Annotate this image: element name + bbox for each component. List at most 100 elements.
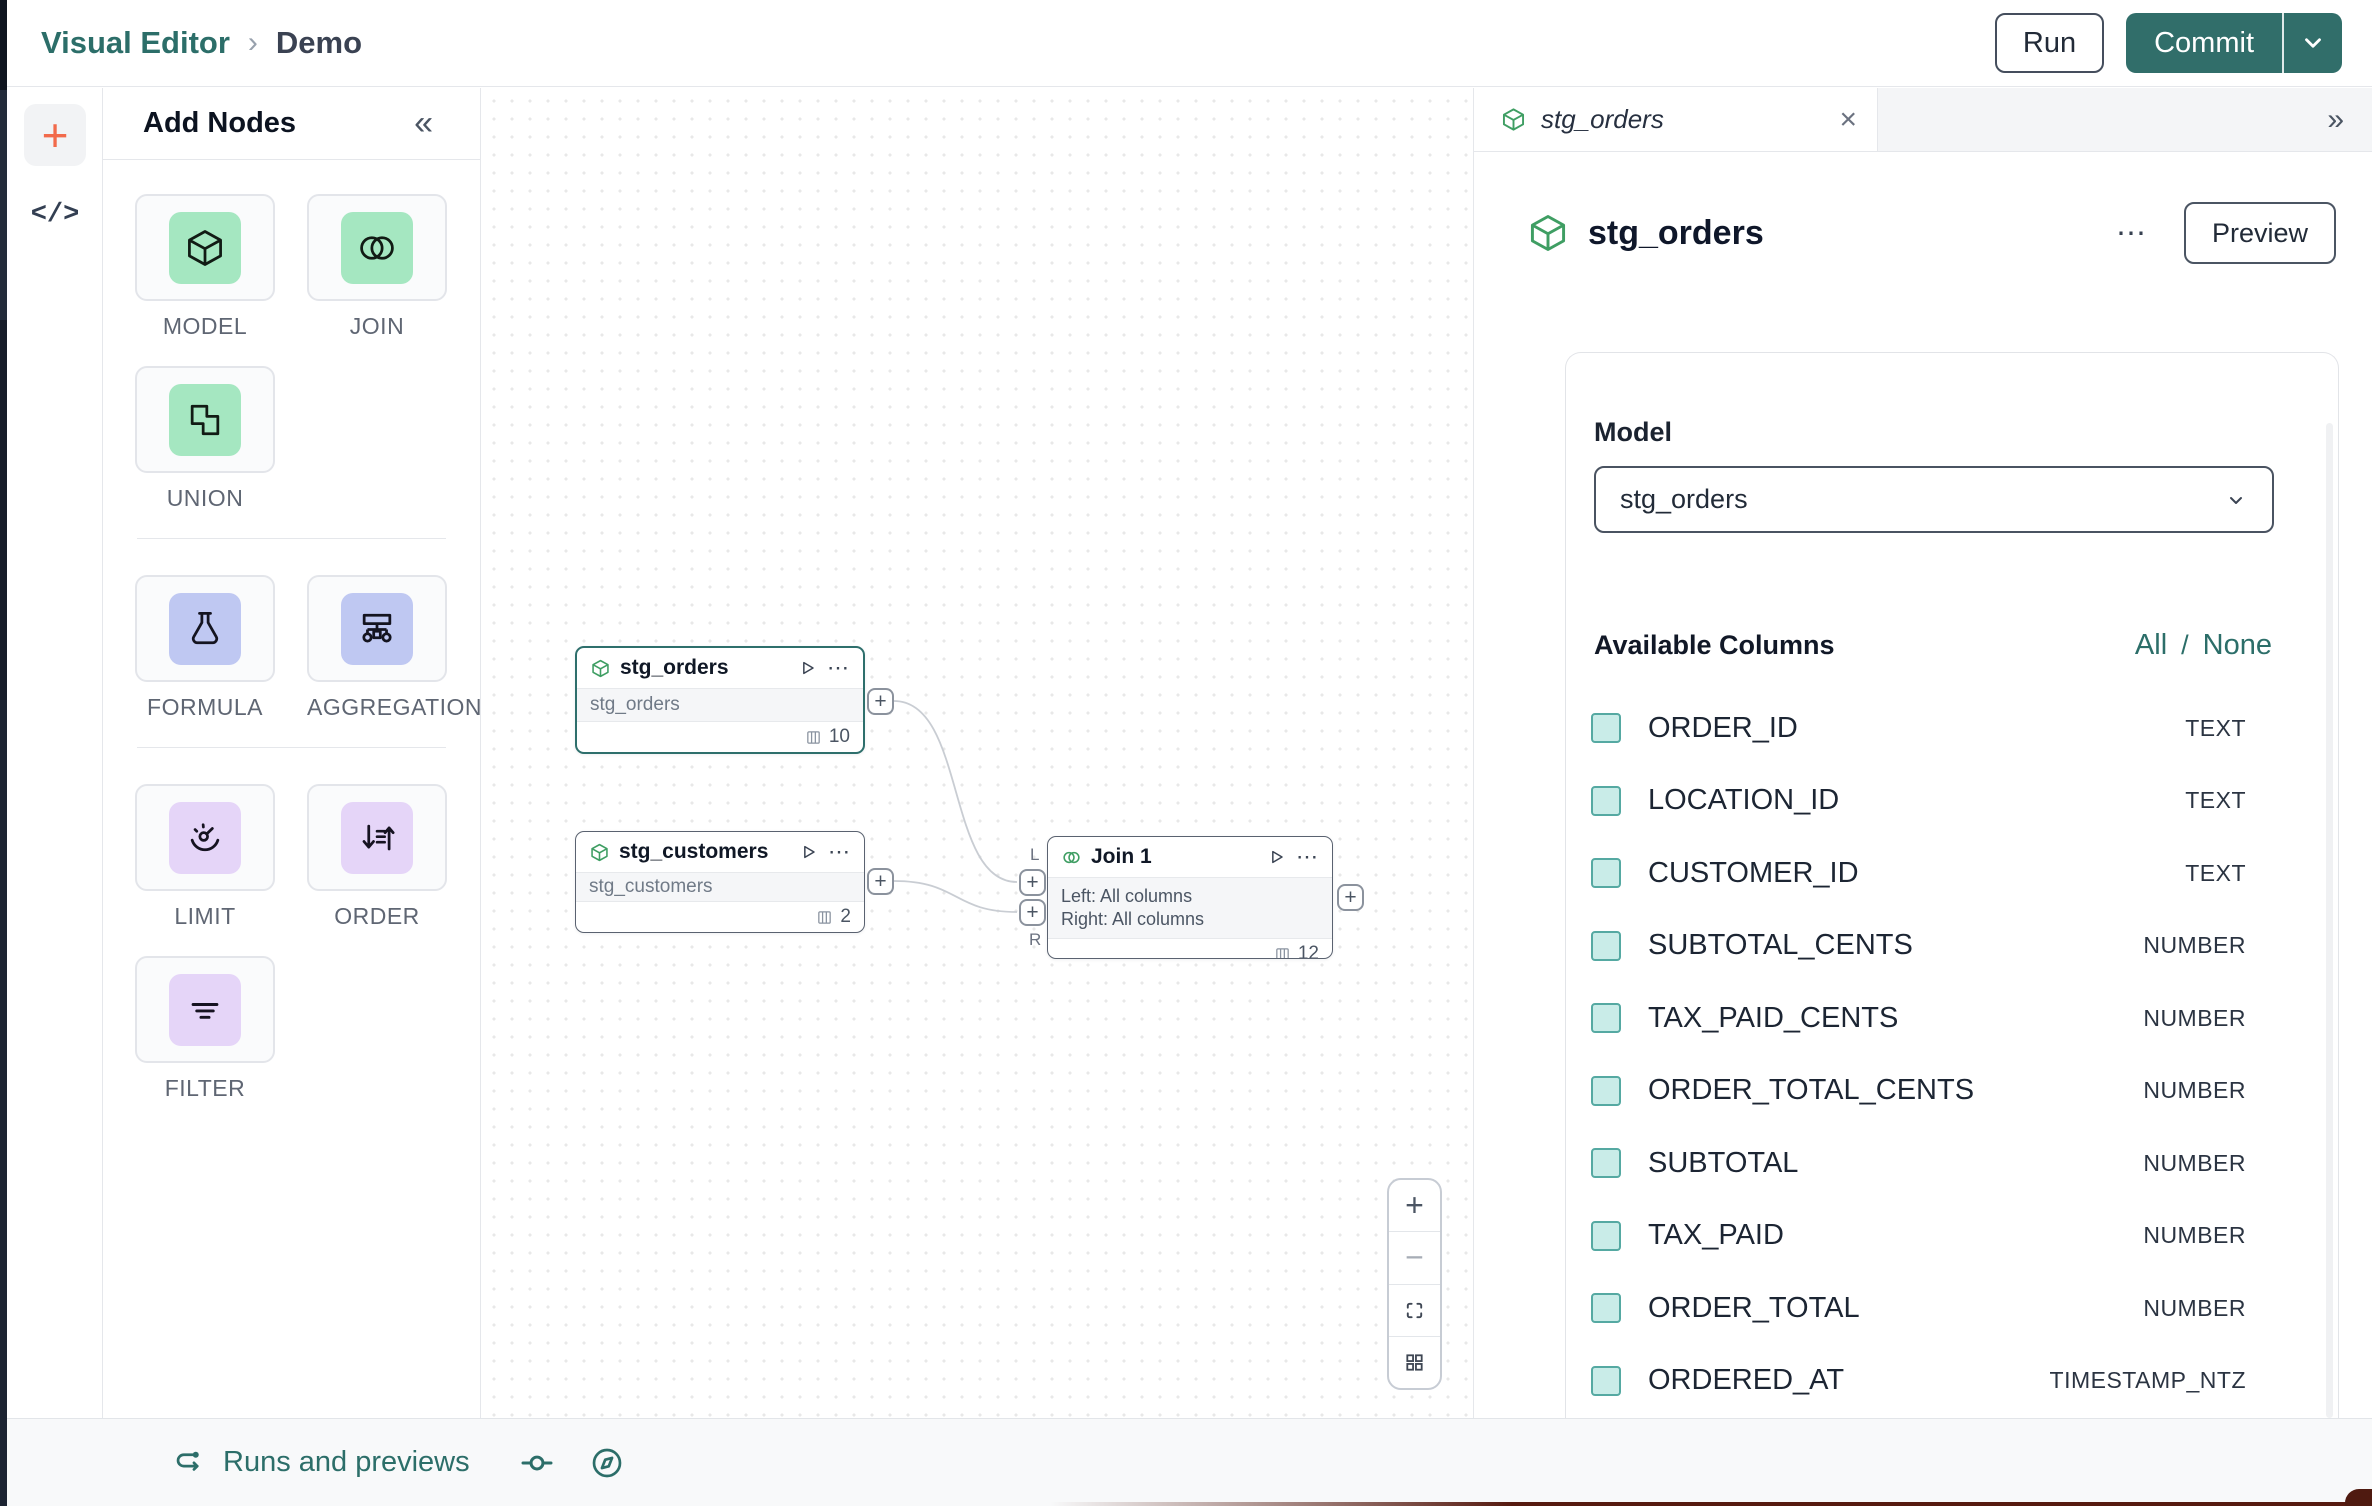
column-type: TEXT [2185, 787, 2246, 814]
cube-icon [589, 842, 610, 863]
column-checkbox[interactable] [1591, 713, 1621, 744]
add-node-rail-button[interactable]: + [24, 104, 86, 166]
tab-label: stg_orders [1541, 104, 1664, 134]
column-name: SUBTOTAL [1648, 1146, 1799, 1179]
node-card-label: AGGREGATION [307, 694, 483, 720]
join-circles-icon [1061, 847, 1082, 868]
add-nodes-panel: Add Nodes « MODEL JOIN UNION [103, 88, 483, 1418]
edge-stg-customers-to-join-right [893, 880, 1018, 913]
node-menu-icon[interactable]: ⋯ [827, 655, 850, 680]
code-view-button[interactable]: </> [30, 200, 80, 230]
node-column-count: 2 [840, 906, 851, 927]
column-checkbox[interactable] [1591, 930, 1621, 961]
commit-dropdown-button[interactable] [2284, 13, 2342, 73]
compass-icon [588, 1444, 626, 1482]
explore-button[interactable] [588, 1444, 626, 1482]
play-icon[interactable] [798, 658, 818, 678]
edge-stg-orders-to-join-left [893, 700, 1018, 883]
runs-and-previews-label: Runs and previews [223, 1446, 470, 1478]
input-port-join-left[interactable]: + [1019, 869, 1046, 896]
chevron-down-icon [2224, 488, 2248, 512]
output-port-join[interactable]: + [1337, 884, 1364, 911]
node-card-label: JOIN [349, 313, 405, 339]
select-none-link[interactable]: None [2202, 629, 2272, 661]
column-checkbox[interactable] [1591, 1220, 1621, 1251]
node-card-limit[interactable]: LIMIT [135, 784, 275, 930]
column-type: TIMESTAMP_NTZ [2049, 1367, 2246, 1394]
node-menu-icon[interactable]: ⋯ [828, 839, 851, 864]
close-icon[interactable]: × [1839, 102, 1857, 136]
tab-stg-orders[interactable]: stg_orders × [1474, 88, 1878, 151]
node-subtitle: stg_orders [577, 688, 863, 722]
column-checkbox[interactable] [1591, 1365, 1621, 1396]
input-port-join-right[interactable]: + [1019, 899, 1046, 926]
commit-button[interactable]: Commit [2126, 13, 2282, 73]
preview-button[interactable]: Preview [2183, 202, 2336, 264]
node-menu-icon[interactable]: ⋯ [1296, 844, 1319, 869]
columns-icon [1274, 946, 1291, 958]
column-type: NUMBER [2143, 932, 2246, 959]
cube-icon [169, 211, 241, 284]
commit-node-button[interactable] [516, 1442, 558, 1484]
model-select[interactable]: stg_orders [1594, 466, 2274, 533]
collapse-panel-icon[interactable]: « [414, 104, 436, 142]
edge-layer [893, 700, 1018, 913]
commit-node-icon [516, 1442, 558, 1484]
expand-panel-icon[interactable]: » [2327, 102, 2346, 136]
node-card-union[interactable]: UNION [135, 366, 275, 512]
canvas-node-stg-orders[interactable]: stg_orders ⋯ stg_orders 10 [575, 646, 865, 754]
node-card-join[interactable]: JOIN [307, 194, 447, 340]
node-subtitle: stg_customers [576, 872, 864, 902]
node-card-label: FORMULA [147, 694, 263, 720]
scrollbar[interactable] [2326, 423, 2333, 1418]
zoom-in-button[interactable]: + [1405, 1187, 1424, 1224]
column-row: SUBTOTAL_CENTS NUMBER [1591, 910, 2246, 983]
column-row: ORDER_ID TEXT [1591, 692, 2246, 765]
column-checkbox[interactable] [1591, 1148, 1621, 1179]
node-card-order[interactable]: ORDER [307, 784, 447, 930]
aggregation-tree-icon [341, 592, 413, 665]
node-card-label: ORDER [334, 903, 420, 929]
column-checkbox[interactable] [1591, 1293, 1621, 1324]
column-name: CUSTOMER_ID [1648, 856, 1859, 889]
output-port-stg-orders[interactable]: + [867, 688, 894, 715]
column-checkbox[interactable] [1591, 858, 1621, 889]
node-card-label: MODEL [162, 313, 248, 339]
column-checkbox[interactable] [1591, 1003, 1621, 1034]
zoom-out-button[interactable]: − [1389, 1231, 1440, 1283]
union-squares-icon [169, 383, 241, 456]
canvas-zoom-controls: + − [1387, 1178, 1442, 1390]
column-type: NUMBER [2143, 1222, 2246, 1249]
node-card-aggregation[interactable]: AGGREGATION [307, 575, 483, 721]
breadcrumb-visual-editor[interactable]: Visual Editor [41, 25, 230, 60]
runs-and-previews-button[interactable]: Runs and previews [171, 1445, 470, 1481]
sort-arrows-icon [341, 801, 413, 874]
canvas-node-stg-customers[interactable]: stg_customers ⋯ stg_customers 2 [575, 831, 865, 933]
node-card-model[interactable]: MODEL [135, 194, 275, 340]
pipeline-canvas[interactable]: stg_orders ⋯ stg_orders 10 stg_customers [481, 88, 1473, 1418]
play-icon[interactable] [1267, 847, 1287, 867]
join-left-summary: Left: All columns [1061, 886, 1193, 906]
play-icon[interactable] [799, 842, 819, 862]
bottom-edge-accent [1050, 1502, 2372, 1506]
panel-menu-icon[interactable]: ⋯ [2115, 216, 2148, 250]
select-all-link[interactable]: All [2134, 629, 2168, 661]
grid-layout-icon [1403, 1351, 1426, 1374]
top-bar: Visual Editor › Demo Run Commit [7, 0, 2372, 87]
node-column-count: 10 [828, 726, 850, 747]
column-name: ORDER_ID [1648, 711, 1798, 744]
column-row: LOCATION_ID TEXT [1591, 765, 2246, 838]
canvas-node-join-1[interactable]: Join 1 ⋯ Left: All columns Right: All co… [1047, 836, 1333, 959]
join-circles-icon [341, 211, 413, 284]
bottom-status-bar: Runs and previews [7, 1418, 2372, 1506]
column-checkbox[interactable] [1591, 785, 1621, 816]
fit-view-button[interactable] [1389, 1283, 1440, 1336]
auto-layout-button[interactable] [1389, 1335, 1440, 1388]
column-checkbox[interactable] [1591, 1075, 1621, 1106]
column-name: TAX_PAID [1648, 1219, 1784, 1252]
output-port-stg-customers[interactable]: + [867, 868, 894, 895]
run-button[interactable]: Run [1994, 13, 2105, 73]
node-card-filter[interactable]: FILTER [135, 956, 275, 1102]
node-card-formula[interactable]: FORMULA [135, 575, 275, 721]
join-left-port-label: L [1030, 845, 1040, 864]
